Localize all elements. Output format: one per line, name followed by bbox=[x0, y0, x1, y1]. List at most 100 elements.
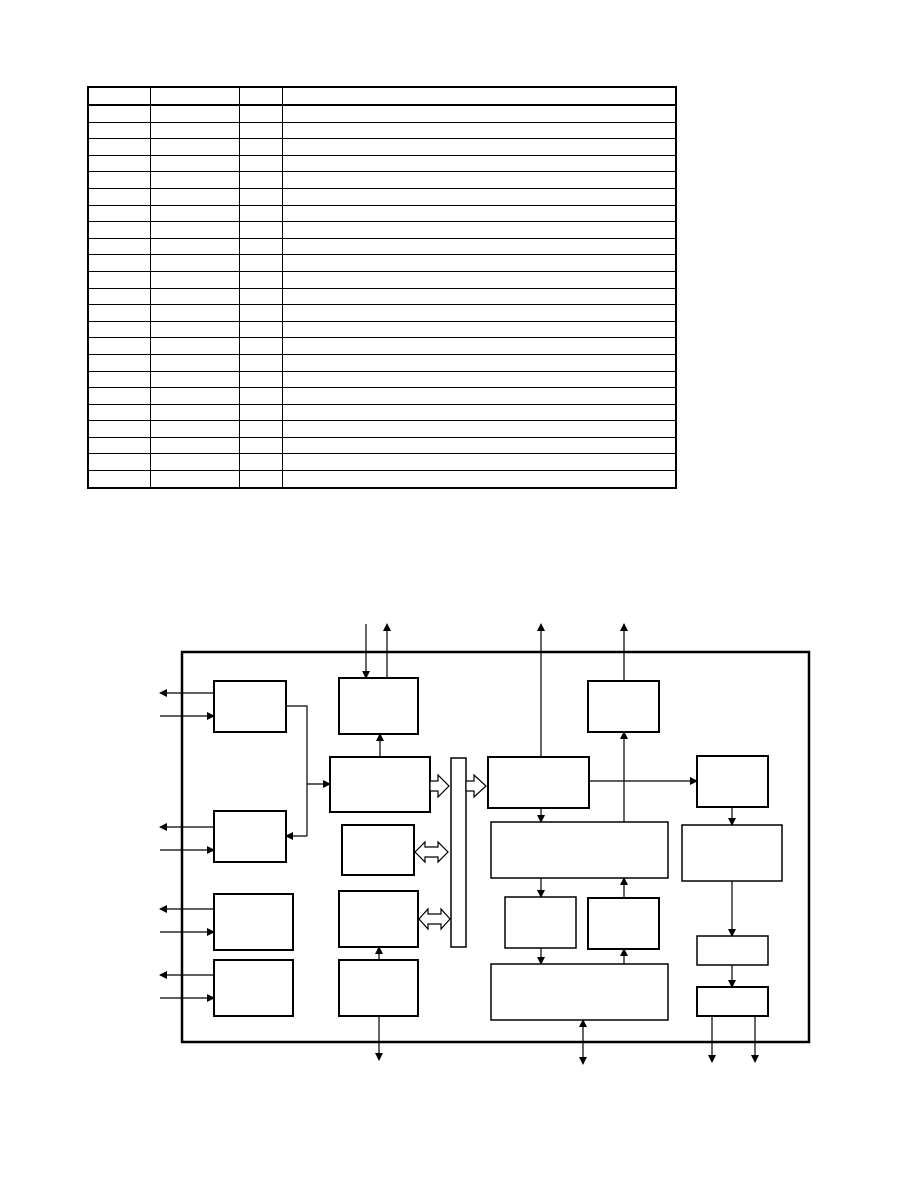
table-cell bbox=[88, 371, 151, 389]
table-cell bbox=[282, 337, 676, 355]
table-row bbox=[88, 138, 676, 156]
left-block-2 bbox=[213, 810, 287, 863]
table-cell bbox=[150, 404, 240, 422]
table-cell bbox=[239, 171, 283, 189]
table-cell bbox=[88, 138, 151, 156]
table-cell bbox=[282, 354, 676, 372]
table-cell bbox=[282, 105, 676, 123]
table-cell bbox=[282, 387, 676, 405]
table-cell bbox=[150, 188, 240, 206]
table-row bbox=[88, 337, 676, 355]
table-cell bbox=[150, 321, 240, 339]
table-cell bbox=[88, 105, 151, 123]
table-cell bbox=[150, 387, 240, 405]
table-cell bbox=[282, 470, 676, 489]
table-cell bbox=[282, 304, 676, 322]
table-row bbox=[88, 288, 676, 306]
table-cell bbox=[239, 205, 283, 223]
bus-arrow-bus-to-center bbox=[465, 773, 487, 799]
table-cell bbox=[282, 205, 676, 223]
table-row bbox=[88, 304, 676, 322]
table-cell bbox=[88, 205, 151, 223]
table-cell bbox=[239, 453, 283, 472]
bus-bar bbox=[450, 757, 467, 948]
bottom-left-block bbox=[338, 959, 419, 1017]
table-row bbox=[88, 271, 676, 289]
table-row bbox=[88, 387, 676, 405]
table-cell bbox=[282, 138, 676, 156]
table-cell bbox=[150, 337, 240, 355]
table-cell bbox=[239, 254, 283, 272]
table-cell bbox=[282, 321, 676, 339]
table-cell bbox=[282, 155, 676, 173]
table-cell bbox=[150, 437, 240, 455]
table-cell bbox=[282, 371, 676, 389]
table-cell bbox=[282, 221, 676, 239]
top-right-block bbox=[587, 680, 660, 733]
table-cell bbox=[150, 105, 240, 123]
table-cell bbox=[88, 453, 151, 472]
mux-block bbox=[329, 756, 431, 813]
table-cell bbox=[150, 122, 240, 140]
table-cell bbox=[150, 205, 240, 223]
table-row bbox=[88, 437, 676, 455]
table-cell bbox=[88, 470, 151, 489]
table-header-cell bbox=[150, 87, 240, 106]
table-cell bbox=[239, 221, 283, 239]
table-cell bbox=[239, 354, 283, 372]
pin-table bbox=[87, 86, 677, 489]
table-row bbox=[88, 453, 676, 472]
table-cell bbox=[150, 221, 240, 239]
center-wide-block bbox=[490, 821, 669, 879]
table-header-cell bbox=[282, 87, 676, 106]
table-cell bbox=[282, 171, 676, 189]
table-cell bbox=[239, 271, 283, 289]
table-cell bbox=[150, 155, 240, 173]
table-cell bbox=[88, 354, 151, 372]
center-top-block bbox=[487, 756, 590, 809]
table-cell bbox=[239, 437, 283, 455]
bus-arrow-small-block bbox=[414, 840, 449, 864]
table-row bbox=[88, 171, 676, 189]
table-cell bbox=[239, 420, 283, 438]
table-row bbox=[88, 354, 676, 372]
table-header-row bbox=[88, 87, 676, 106]
left-block-1 bbox=[213, 680, 287, 733]
table-row bbox=[88, 238, 676, 256]
table-cell bbox=[239, 288, 283, 306]
table-cell bbox=[150, 271, 240, 289]
table-cell bbox=[88, 337, 151, 355]
table-row bbox=[88, 155, 676, 173]
table-cell bbox=[88, 221, 151, 239]
table-row bbox=[88, 254, 676, 272]
table-cell bbox=[282, 453, 676, 472]
table-cell bbox=[88, 387, 151, 405]
table-cell bbox=[150, 453, 240, 472]
table-cell bbox=[88, 254, 151, 272]
table-body bbox=[88, 105, 676, 489]
table-cell bbox=[150, 171, 240, 189]
table-cell bbox=[239, 470, 283, 489]
table-cell bbox=[239, 387, 283, 405]
table-cell bbox=[150, 354, 240, 372]
table-cell bbox=[239, 238, 283, 256]
right-block-4 bbox=[696, 986, 769, 1017]
table-cell bbox=[150, 304, 240, 322]
table-cell bbox=[282, 238, 676, 256]
table-cell bbox=[88, 122, 151, 140]
mid-left-block bbox=[338, 890, 419, 948]
table-row bbox=[88, 404, 676, 422]
bus-arrow-mux-to-bus bbox=[429, 773, 450, 799]
table-cell bbox=[150, 254, 240, 272]
table-cell bbox=[239, 404, 283, 422]
table-row bbox=[88, 188, 676, 206]
chip-outline bbox=[180, 650, 811, 1044]
small-block bbox=[341, 824, 415, 876]
table-cell bbox=[282, 437, 676, 455]
table-cell bbox=[150, 420, 240, 438]
table-cell bbox=[282, 188, 676, 206]
table-cell bbox=[88, 155, 151, 173]
table-cell bbox=[282, 122, 676, 140]
table-cell bbox=[239, 105, 283, 123]
table-row bbox=[88, 122, 676, 140]
